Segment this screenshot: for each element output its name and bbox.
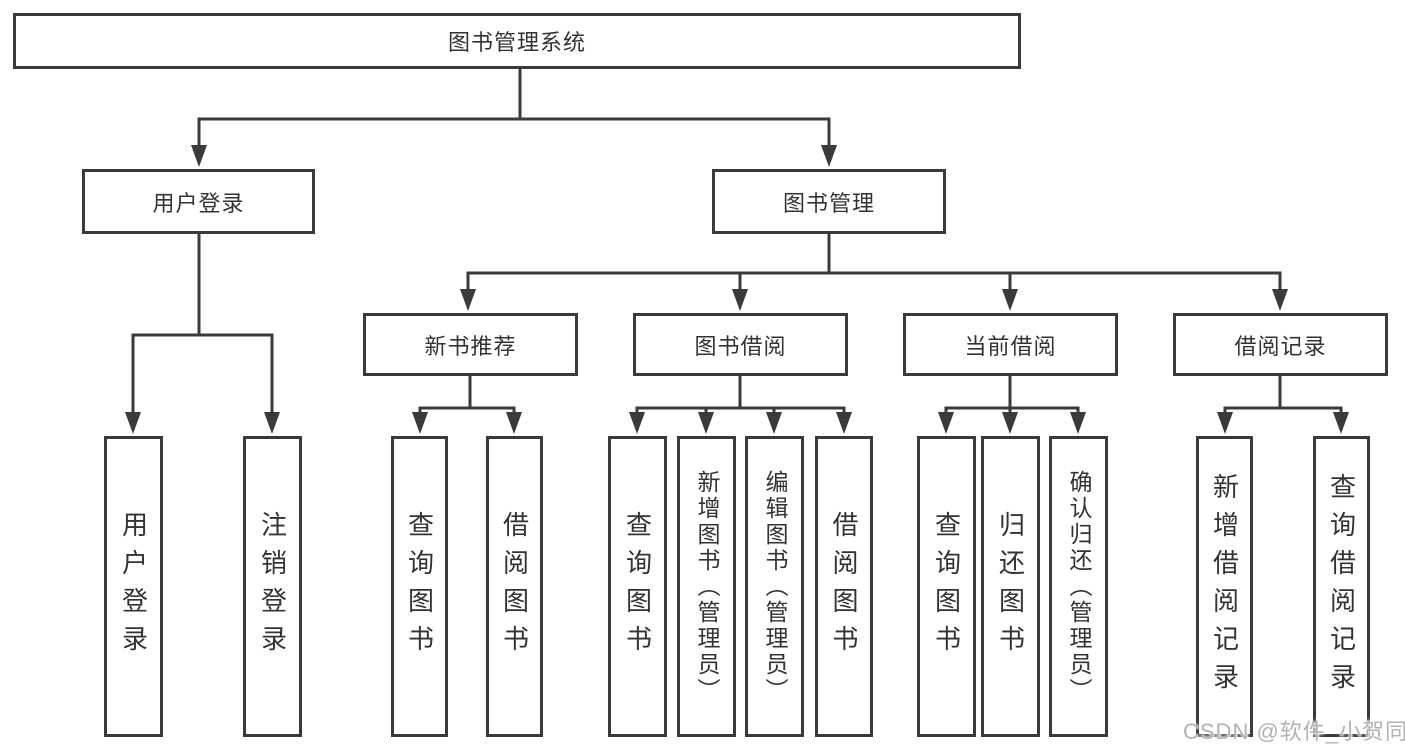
edge-current-borrow-children [938,376,1086,434]
edge-line [944,376,1080,418]
leaf-query-borrow-record: 查询借阅记录 [1313,436,1370,737]
leaf-query-books: 查询图书 [391,436,448,737]
leaf-logout: 注销登录 [243,436,302,737]
edge-new-book-children [412,376,522,434]
arrowhead-new-book [460,289,476,311]
leaf-edit-books-admin: 编辑图书（管理员） [745,436,804,737]
arrowhead-current-borrow [1002,289,1018,311]
arrowhead-leaf [1217,412,1233,434]
arrowhead-leaf [506,412,522,434]
arrowhead-leaf [1002,412,1018,434]
arrowhead-leaf [125,412,141,434]
edge-root-to-level2 [191,68,837,167]
arrowhead-leaf [412,412,428,434]
leaf-confirm-return-admin: 确认归还（管理员） [1049,436,1108,737]
csdn-watermark: CSDN @软件_小贺同学 [1183,719,1405,744]
arrowhead-book-borrow [732,289,748,311]
edge-line [131,233,274,418]
edge-book-borrow-children [629,376,852,434]
edge-line [197,68,831,150]
edge-line [635,376,846,418]
edge-line [418,376,516,418]
node-book-borrow: 图书借阅 [633,313,848,376]
arrowhead-leaf [264,412,280,434]
arrowhead-leaf [1333,412,1349,434]
arrowhead-leaf [836,412,852,434]
edge-book-mgmt-to-level3 [460,233,1288,311]
arrowhead-user-login [191,145,207,167]
leaf-add-borrow-record: 新增借阅记录 [1196,436,1253,737]
leaf-user-login: 用户登录 [104,436,163,737]
arrowhead-leaf [629,412,645,434]
arrowhead-leaf [1070,412,1086,434]
leaf-query-books: 查询图书 [917,436,976,737]
leaf-query-books: 查询图书 [608,436,667,737]
leaf-borrow-books: 借阅图书 [815,436,873,737]
edge-user-login-children [125,233,280,434]
node-current-borrow: 当前借阅 [903,313,1118,376]
edge-line [1223,376,1343,418]
arrowhead-borrow-records [1272,289,1288,311]
arrowhead-leaf [766,412,782,434]
leaf-return-books: 归还图书 [981,436,1040,737]
node-book-management: 图书管理 [712,169,946,234]
node-new-book-recommend: 新书推荐 [363,313,578,376]
arrowhead-book-mgmt [821,145,837,167]
leaf-add-books-admin: 新增图书（管理员） [677,436,736,737]
arrowhead-leaf [938,412,954,434]
node-root-library-system: 图书管理系统 [13,13,1021,69]
edge-line [466,233,1282,295]
node-user-login: 用户登录 [82,169,315,234]
edge-borrow-records-children [1217,376,1349,434]
leaf-borrow-books: 借阅图书 [486,436,543,737]
arrowhead-leaf [698,412,714,434]
node-borrow-records: 借阅记录 [1173,313,1388,376]
